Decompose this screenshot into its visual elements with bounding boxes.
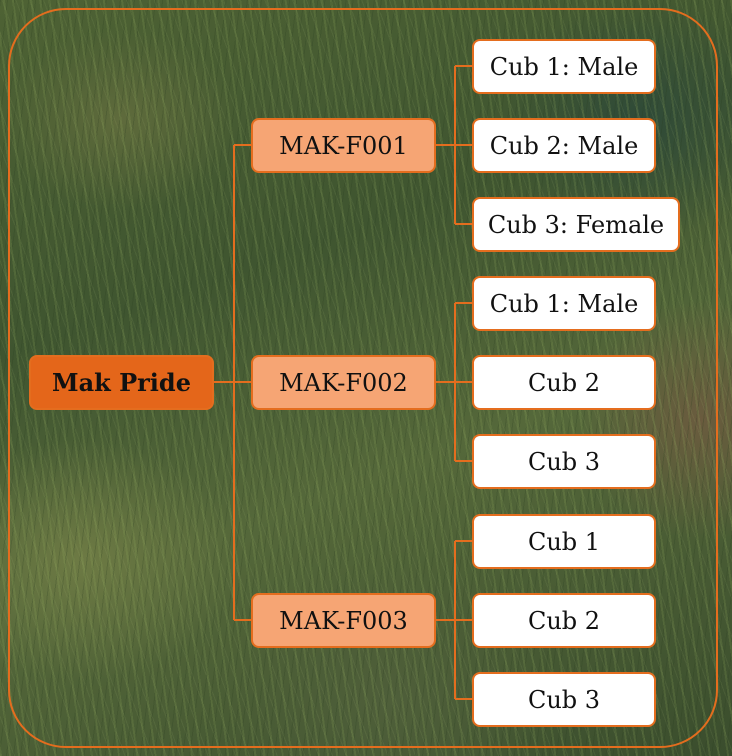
cub-node-f003-1: Cub 1 [472,514,656,569]
cub-node-f001-3: Cub 3: Female [472,197,680,252]
cub-node-f002-2: Cub 2 [472,355,656,410]
root-connector [214,144,251,621]
cub-node-f003-3: Cub 3 [472,672,656,727]
f003-connector [436,540,472,700]
root-node-mak-pride: Mak Pride [29,355,214,410]
female-node-mak-f002: MAK-F002 [251,355,436,410]
cub-node-f001-2: Cub 2: Male [472,118,656,173]
cub-node-f002-1: Cub 1: Male [472,276,656,331]
female-node-mak-f003: MAK-F003 [251,593,436,648]
female-node-mak-f001: MAK-F001 [251,118,436,173]
cub-node-f002-3: Cub 3 [472,434,656,489]
cub-node-f003-2: Cub 2 [472,593,656,648]
diagram-frame [8,8,718,748]
f001-connector [436,65,472,225]
f002-connector [436,302,472,462]
cub-node-f001-1: Cub 1: Male [472,39,656,94]
